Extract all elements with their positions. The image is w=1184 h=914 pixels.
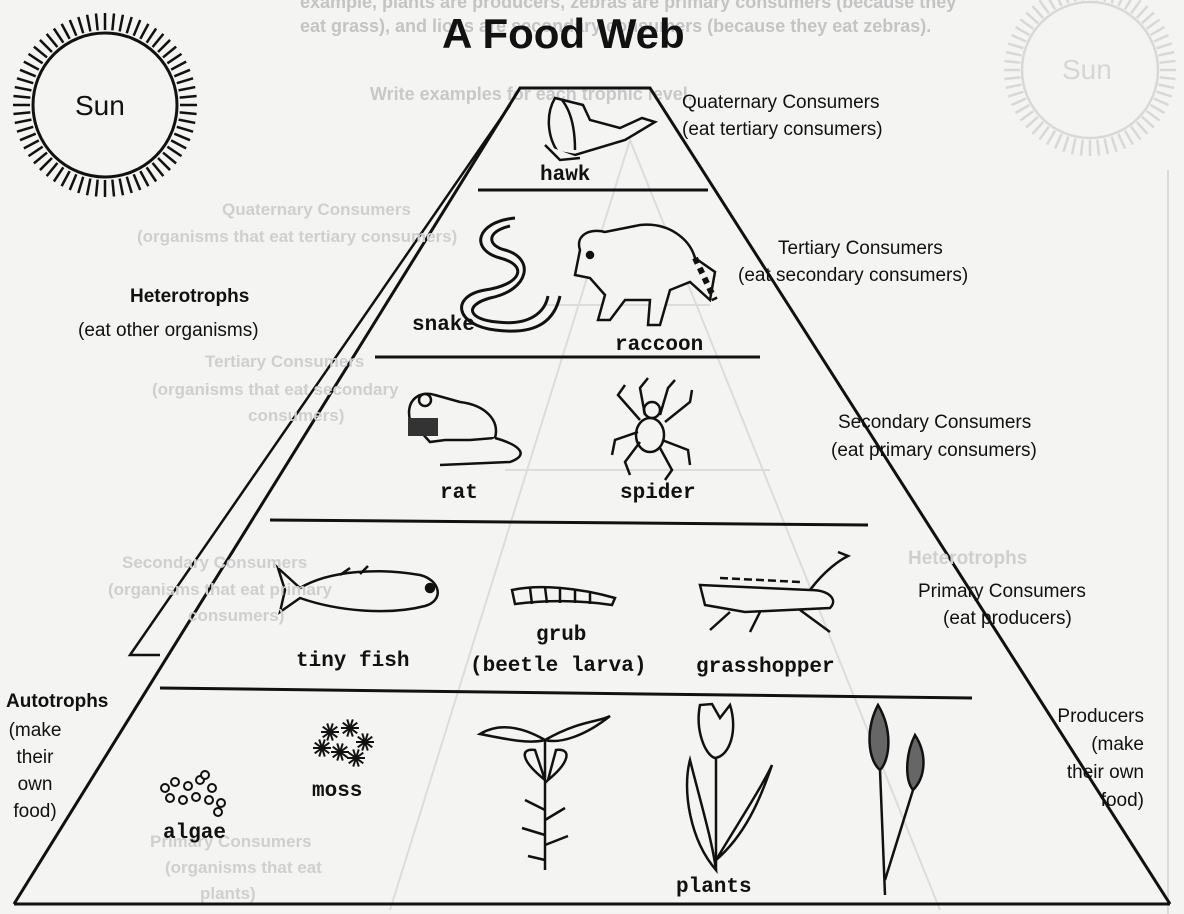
hawk-icon bbox=[544, 96, 659, 162]
snake-label: snake bbox=[412, 314, 476, 337]
spider-icon bbox=[610, 377, 694, 481]
producers-desc-2: their own bbox=[1066, 762, 1144, 783]
seedling-icon bbox=[476, 714, 611, 870]
pyramid-outline bbox=[12, 86, 1172, 906]
ghost-sun-icon bbox=[1004, 0, 1176, 156]
tertiary-desc: (eat secondary consumers) bbox=[738, 265, 969, 286]
primary-desc: (eat producers) bbox=[943, 608, 1072, 629]
bleed-tertiary-title: Tertiary Consumers bbox=[205, 352, 365, 371]
tier-dividers bbox=[159, 188, 973, 700]
fish-icon bbox=[275, 563, 439, 615]
bleed-paragraph-line2: eat grass), and lions are secondary cons… bbox=[300, 16, 932, 36]
moss-icon bbox=[313, 719, 374, 767]
spider-label: spider bbox=[620, 482, 696, 505]
bleed-sun-label: Sun bbox=[1062, 54, 1112, 85]
bleed-heterotrophs: Heterotrophs bbox=[908, 548, 1028, 569]
bleed-primary-title: Primary Consumers bbox=[150, 832, 312, 851]
bleed-secondary-desc: (organisms that eat primary bbox=[108, 580, 332, 599]
autotrophs-desc-4: food) bbox=[13, 801, 57, 822]
primary-title: Primary Consumers bbox=[918, 581, 1086, 602]
bleed-tertiary-desc2: consumers) bbox=[248, 406, 345, 425]
producers-desc-1: (make bbox=[1091, 734, 1144, 755]
ghost-pyramid bbox=[389, 137, 941, 911]
quaternary-title: Quaternary Consumers bbox=[682, 92, 880, 113]
grub-note-label: (beetle larva) bbox=[470, 655, 647, 678]
tertiary-title: Tertiary Consumers bbox=[778, 238, 943, 259]
quaternary-desc: (eat tertiary consumers) bbox=[682, 119, 883, 140]
plants-label: plants bbox=[676, 876, 752, 899]
wheat-icon bbox=[868, 702, 925, 896]
bleed-tertiary-desc: (organisms that eat secondary bbox=[152, 380, 399, 399]
heterotrophs-desc: (eat other organisms) bbox=[78, 320, 259, 341]
heterotrophs-title: Heterotrophs bbox=[130, 286, 250, 307]
sun-icon bbox=[13, 13, 197, 197]
algae-icon bbox=[160, 770, 226, 817]
bleed-paragraph-line1: example, plants are producers, zebras ar… bbox=[300, 0, 957, 12]
producers-desc-3: food) bbox=[1100, 790, 1144, 811]
snake-icon bbox=[460, 216, 562, 333]
tiny-fish-label: tiny fish bbox=[296, 650, 410, 673]
secondary-desc: (eat primary consumers) bbox=[831, 440, 1037, 461]
diagram-title: A Food Web bbox=[442, 10, 685, 57]
grub-icon bbox=[510, 585, 617, 607]
tulip-icon bbox=[685, 702, 774, 874]
raccoon-icon bbox=[573, 223, 718, 327]
autotrophs-title: Autotrophs bbox=[6, 691, 109, 712]
rat-icon bbox=[407, 392, 522, 467]
autotrophs-desc-3: own bbox=[17, 774, 53, 795]
grasshopper-icon bbox=[698, 550, 852, 634]
grasshopper-label: grasshopper bbox=[696, 656, 835, 679]
bleed-quaternary-title: Quaternary Consumers bbox=[222, 200, 411, 219]
grub-label: grub bbox=[536, 624, 587, 647]
rat-label: rat bbox=[440, 482, 478, 505]
sun-label: Sun bbox=[75, 90, 125, 121]
bleed-secondary-desc2: consumers) bbox=[188, 606, 285, 625]
raccoon-label: raccoon bbox=[615, 334, 704, 357]
hawk-label: hawk bbox=[540, 164, 591, 187]
bleed-primary-desc: (organisms that eat bbox=[165, 858, 322, 877]
autotrophs-desc-1: (make bbox=[8, 720, 62, 741]
bleed-quaternary-desc: (organisms that eat tertiary consumers) bbox=[137, 227, 458, 246]
autotrophs-desc-2: their bbox=[16, 747, 54, 768]
bleed-primary-desc2: plants) bbox=[200, 884, 256, 903]
bleed-secondary-title: Secondary Consumers bbox=[122, 553, 308, 572]
producers-title: Producers bbox=[1057, 706, 1144, 727]
moss-label: moss bbox=[312, 780, 363, 803]
algae-label: algae bbox=[163, 822, 227, 845]
pyramid-inner-edge bbox=[127, 104, 512, 657]
secondary-title: Secondary Consumers bbox=[838, 412, 1032, 433]
